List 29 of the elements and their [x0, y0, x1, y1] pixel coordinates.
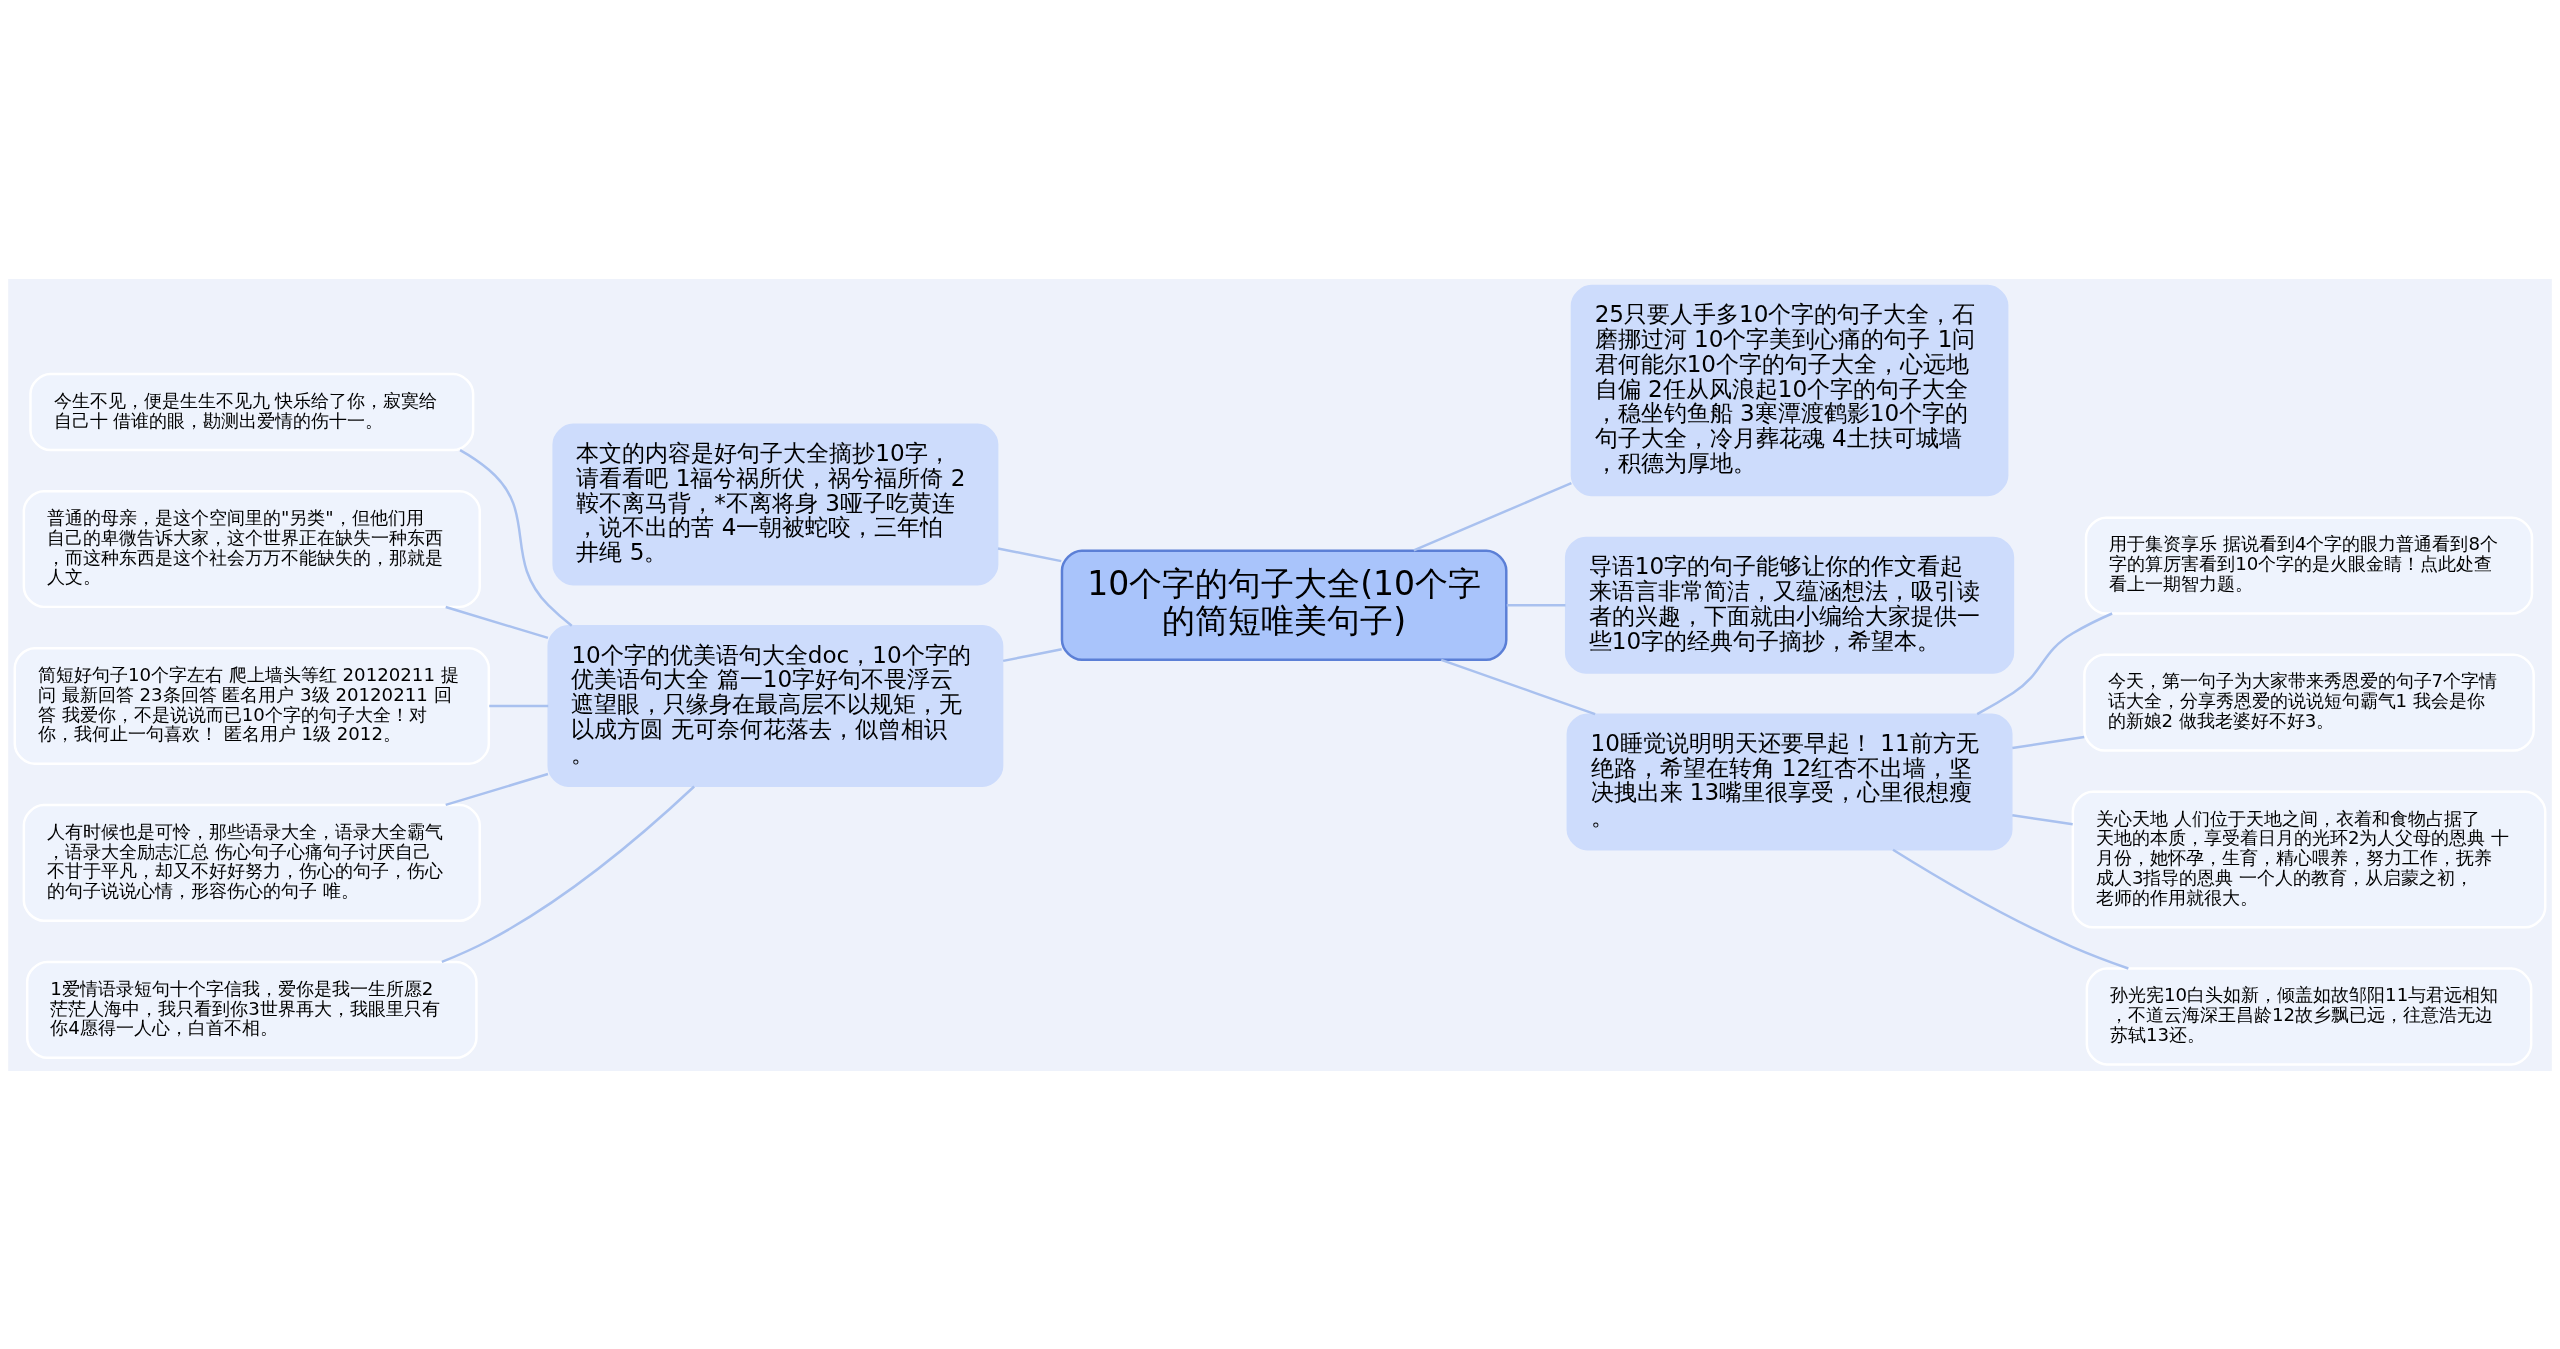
node-box: 10个字的优美语句大全doc，10个字的优美语句大全 篇一10字好句不畏浮云遮望眼，只缘身在最高层不以规矩，无以成方圆 无可奈何花落去，似曾相识。 — [547, 624, 1004, 787]
connector — [1440, 658, 1596, 715]
node-box: 关心天地 人们位于天地之间，衣着和食物占据了天地的本质，享受着日月的光环2为人父母的恩典 十月份，她怀孕，生育，精心喂养，努力工作，抚养成人3指导的恩典 一个人的教育，从启蒙之初，老师的作用就很大。 — [2071, 790, 2547, 929]
node-box: 用于集资享乐 据说看到4个字的眼力普通看到8个字的算厉害看到10个字的是火眼金睛！点此处查看上一期智力题。 — [2084, 515, 2534, 615]
connector — [459, 448, 573, 627]
connector — [1413, 481, 1572, 552]
node-box: 普通的母亲，是这个空间里的"另类"，但他们用自己的卑微告诉大家，这个世界正在缺失一种东西，而这种东西是这个社会万万不能缺失的，那就是人文。 — [22, 489, 481, 608]
node-box: 孙光宪10白头如新，倾盖如故邹阳11与君远相知，不道云海深王昌龄12故乡飘已远，往意浩无边苏轼13还。 — [2085, 966, 2533, 1066]
connector — [2012, 813, 2073, 825]
node-box: 简短好句子10个字左右 爬上墙头等红 20120211 提问 最新回答 23条回答 匿名用户 3级 20120211 回答 我爱你，不是说说而已10个字的句子大全！对你，我何止一句喜欢！ 匿名用户 1级 2012。 — [13, 646, 491, 765]
connector — [1002, 647, 1062, 662]
node-box: 导语10字的句子能够让你的作文看起来语言非常简洁，又蕴涵想法，吸引读者的兴趣，下面就由小编给大家提供一些10字的经典句子摘抄，希望本。 — [1564, 536, 2015, 674]
connector — [997, 546, 1062, 562]
node-box: 25只要人手多10个字的句子大全，石磨挪过河 10个字美到心痛的句子 1问君何能尔10个字的句子大全，心远地自偏 2任从风浪起10个字的句子大全，稳坐钓鱼船 3寒潭渡鹤影10个字的句子大全，冷月葬花魂 4土扶可城墙，积德为厚地。 — [1570, 284, 2009, 496]
node-box: 今生不见，便是生生不见九 快乐给了你，寂寞给自己十 借谁的眼，勘测出爱情的伤十一。 — [29, 372, 475, 451]
node-box: 10个字的句子大全(10个字的简短唯美句子) — [1060, 548, 1508, 661]
connector — [1892, 848, 2129, 970]
node-box: 人有时候也是可怜，那些语录大全，语录大全霸气，语录大全励志汇总 伤心句子心痛句子讨厌自己不甘于平凡，却又不好好努力，伤心的句子，伤心的句子说说心情，形容伤心的句子 唯。 — [22, 803, 481, 922]
connector — [1506, 603, 1566, 606]
connector — [1976, 611, 2113, 715]
node-box: 10睡觉说明明天还要早起！ 11前方无绝路，希望在转角 12红杏不出墙，坚决拽出来 13嘴里很享受，心里很想瘦。 — [1566, 712, 2013, 850]
connector — [489, 704, 549, 707]
node-box: 今天，第一句子为大家带来秀恩爱的句子7个字情话大全，分享秀恩爱的说说短句霸气1 我会是你的新娘2 做我老婆好不好3。 — [2083, 653, 2535, 752]
connector — [445, 605, 549, 639]
connector — [2012, 735, 2085, 749]
connector — [441, 785, 695, 963]
connector — [445, 772, 549, 806]
node-box: 1爱情语录短句十个字信我，爱你是我一生所愿2茫茫人海中，我只看到你3世界再大，我眼里只有你4愿得一人心，白首不相。 — [25, 960, 478, 1059]
node-box: 本文的内容是好句子大全摘抄10字，请看看吧 1福兮祸所伏，祸兮福所倚 2鞍不离马背，*不离将身 3哑子吃黄连，说不出的苦 4一朝被蛇咬，三年怕井绳 5。 — [552, 423, 999, 585]
